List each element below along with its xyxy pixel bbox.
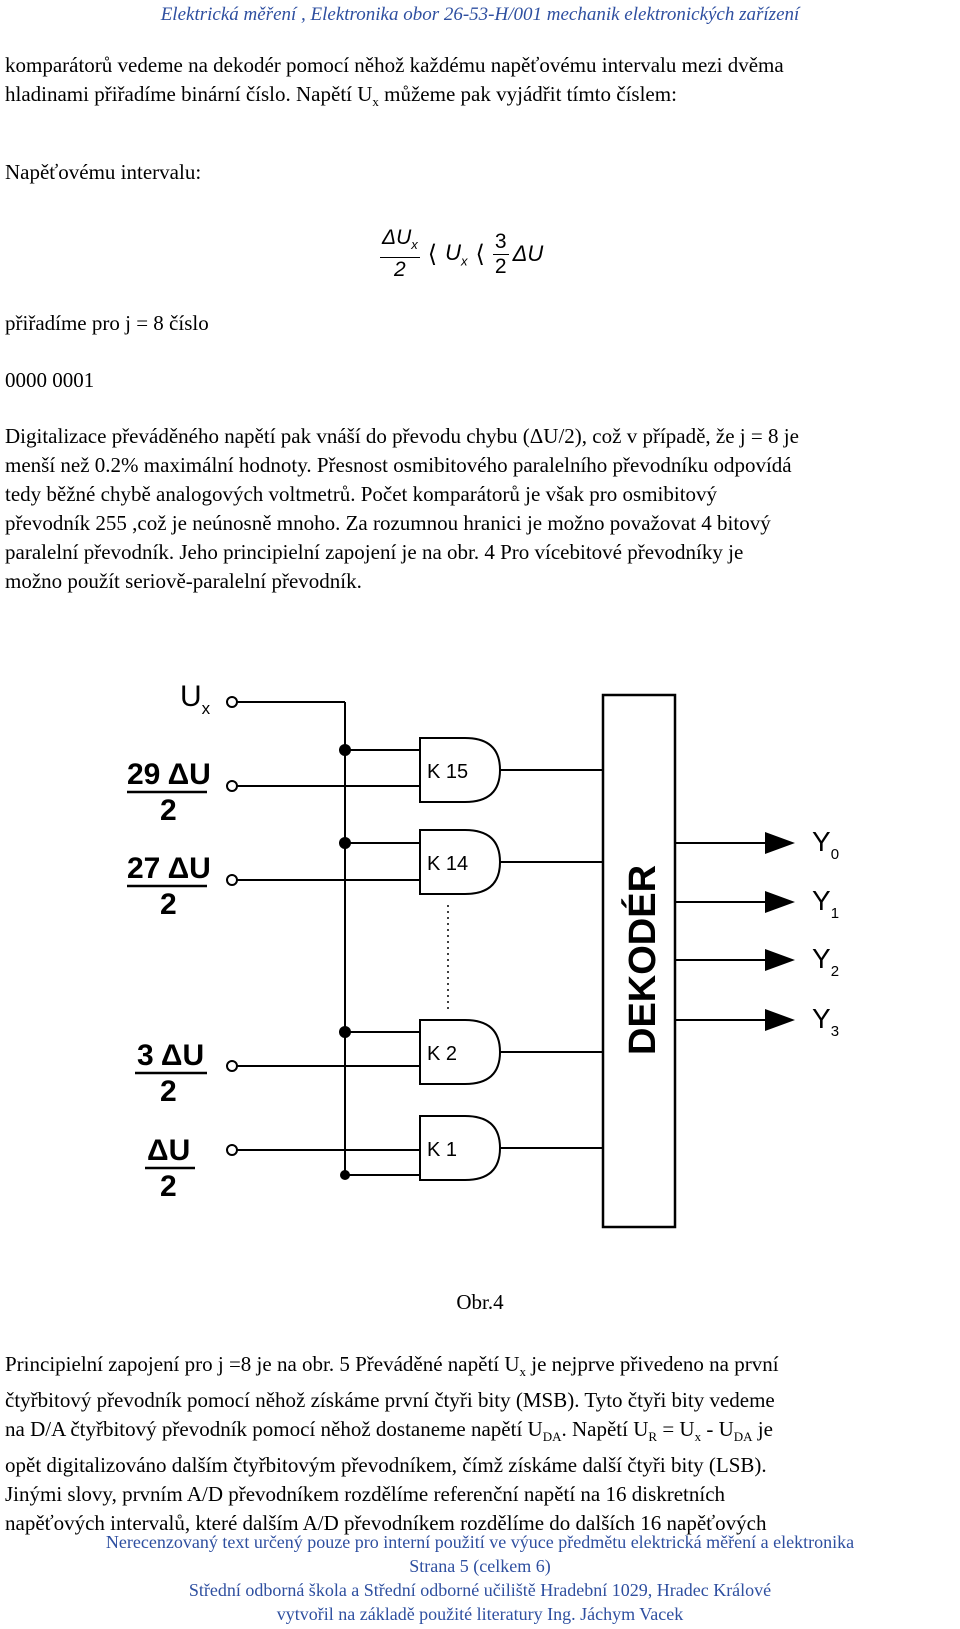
interval-label: Napěťovému intervalu: (5, 160, 202, 184)
footer-page-number: Strana 5 (celkem 6) (409, 1556, 551, 1576)
figure-caption: Obr.4 (456, 1290, 504, 1314)
para2-line-1: Digitalizace převáděného napětí pak vnáš… (5, 424, 799, 448)
ref-1-den: 2 (160, 1170, 177, 1203)
footer-line-3: Střední odborná škola a Střední odborné … (188, 1580, 772, 1600)
paragraph-digitalization: Digitalizace převáděného napětí pak vnáš… (5, 422, 955, 596)
intro-line-2-sub: x (372, 94, 379, 110)
ref-3-den: 2 (160, 1075, 177, 1108)
intro-line-2b: můžeme pak vyjádřit tímto číslem: (378, 82, 677, 106)
formula-right-fraction: 3 2 (492, 229, 509, 278)
output-y3: Y3 (812, 1003, 839, 1040)
comparator-k14: K 14 (427, 853, 468, 875)
page-header: Elektrická měření , Elektronika obor 26-… (160, 4, 800, 25)
footer-line-4: vytvořil na základě použité literatury I… (276, 1604, 684, 1624)
page-footer: Nerecenzovaný text určený pouze pro inte… (0, 1530, 960, 1626)
footer-line-1: Nerecenzovaný text určený pouze pro inte… (105, 1532, 855, 1552)
para2-line-6: možno použít seriově-paralelní převodník… (5, 569, 362, 593)
ref-3-num: 3 ΔU (137, 1039, 204, 1072)
para2-line-5: paralelní převodník. Jeho principielní z… (5, 540, 744, 564)
comparator-k2: K 2 (427, 1043, 457, 1065)
ref-29-den: 2 (160, 794, 177, 827)
para2-line-4: převodník 255 ,což je neúnosně mnoho. Za… (5, 511, 771, 535)
ref-27-den: 2 (160, 888, 177, 921)
ref-27-num: 27 ΔU (127, 852, 211, 885)
formula-middle: Ux (445, 239, 468, 269)
paragraph-serial-parallel: Principielní zapojení pro j =8 je na obr… (5, 1352, 779, 1536)
output-y1: Y1 (812, 885, 839, 922)
binary-value: 0000 0001 (5, 368, 95, 392)
comparator-k15: K 15 (427, 761, 468, 783)
ref-1-num: ΔU (147, 1134, 190, 1167)
intro-line-1: komparátorů vedeme na dekodér pomocí něh… (5, 53, 784, 77)
formula-less-than-1: ⟨ (427, 240, 438, 269)
formula-less-than-2: ⟨ (475, 240, 485, 269)
interval-formula: ΔUx 2 ⟨Ux⟨ 3 2 ΔU (380, 226, 620, 286)
paragraph-intro: komparátorů vedeme na dekodér pomocí něh… (5, 51, 955, 116)
para2-line-3: tedy běžné chybě analogových voltmetrů. … (5, 482, 718, 506)
output-y2: Y2 (812, 943, 839, 980)
comparator-k1: K 1 (427, 1139, 457, 1161)
decoder-label: DEKODÉR (620, 865, 664, 1055)
assign-label: přiřadíme pro j = 8 číslo (5, 311, 209, 335)
para2-line-2: menší než 0.2% maximální hodnoty. Přesno… (5, 453, 792, 477)
output-y0: Y0 (812, 826, 839, 863)
ref-29-num: 29 ΔU (127, 758, 211, 791)
input-ux-label: Ux (180, 680, 211, 718)
intro-line-2a: hladinami přiřadíme binární číslo. Napět… (5, 82, 373, 106)
formula-left-fraction: ΔUx 2 (380, 226, 420, 282)
formula-right-tail: ΔU (512, 241, 544, 267)
